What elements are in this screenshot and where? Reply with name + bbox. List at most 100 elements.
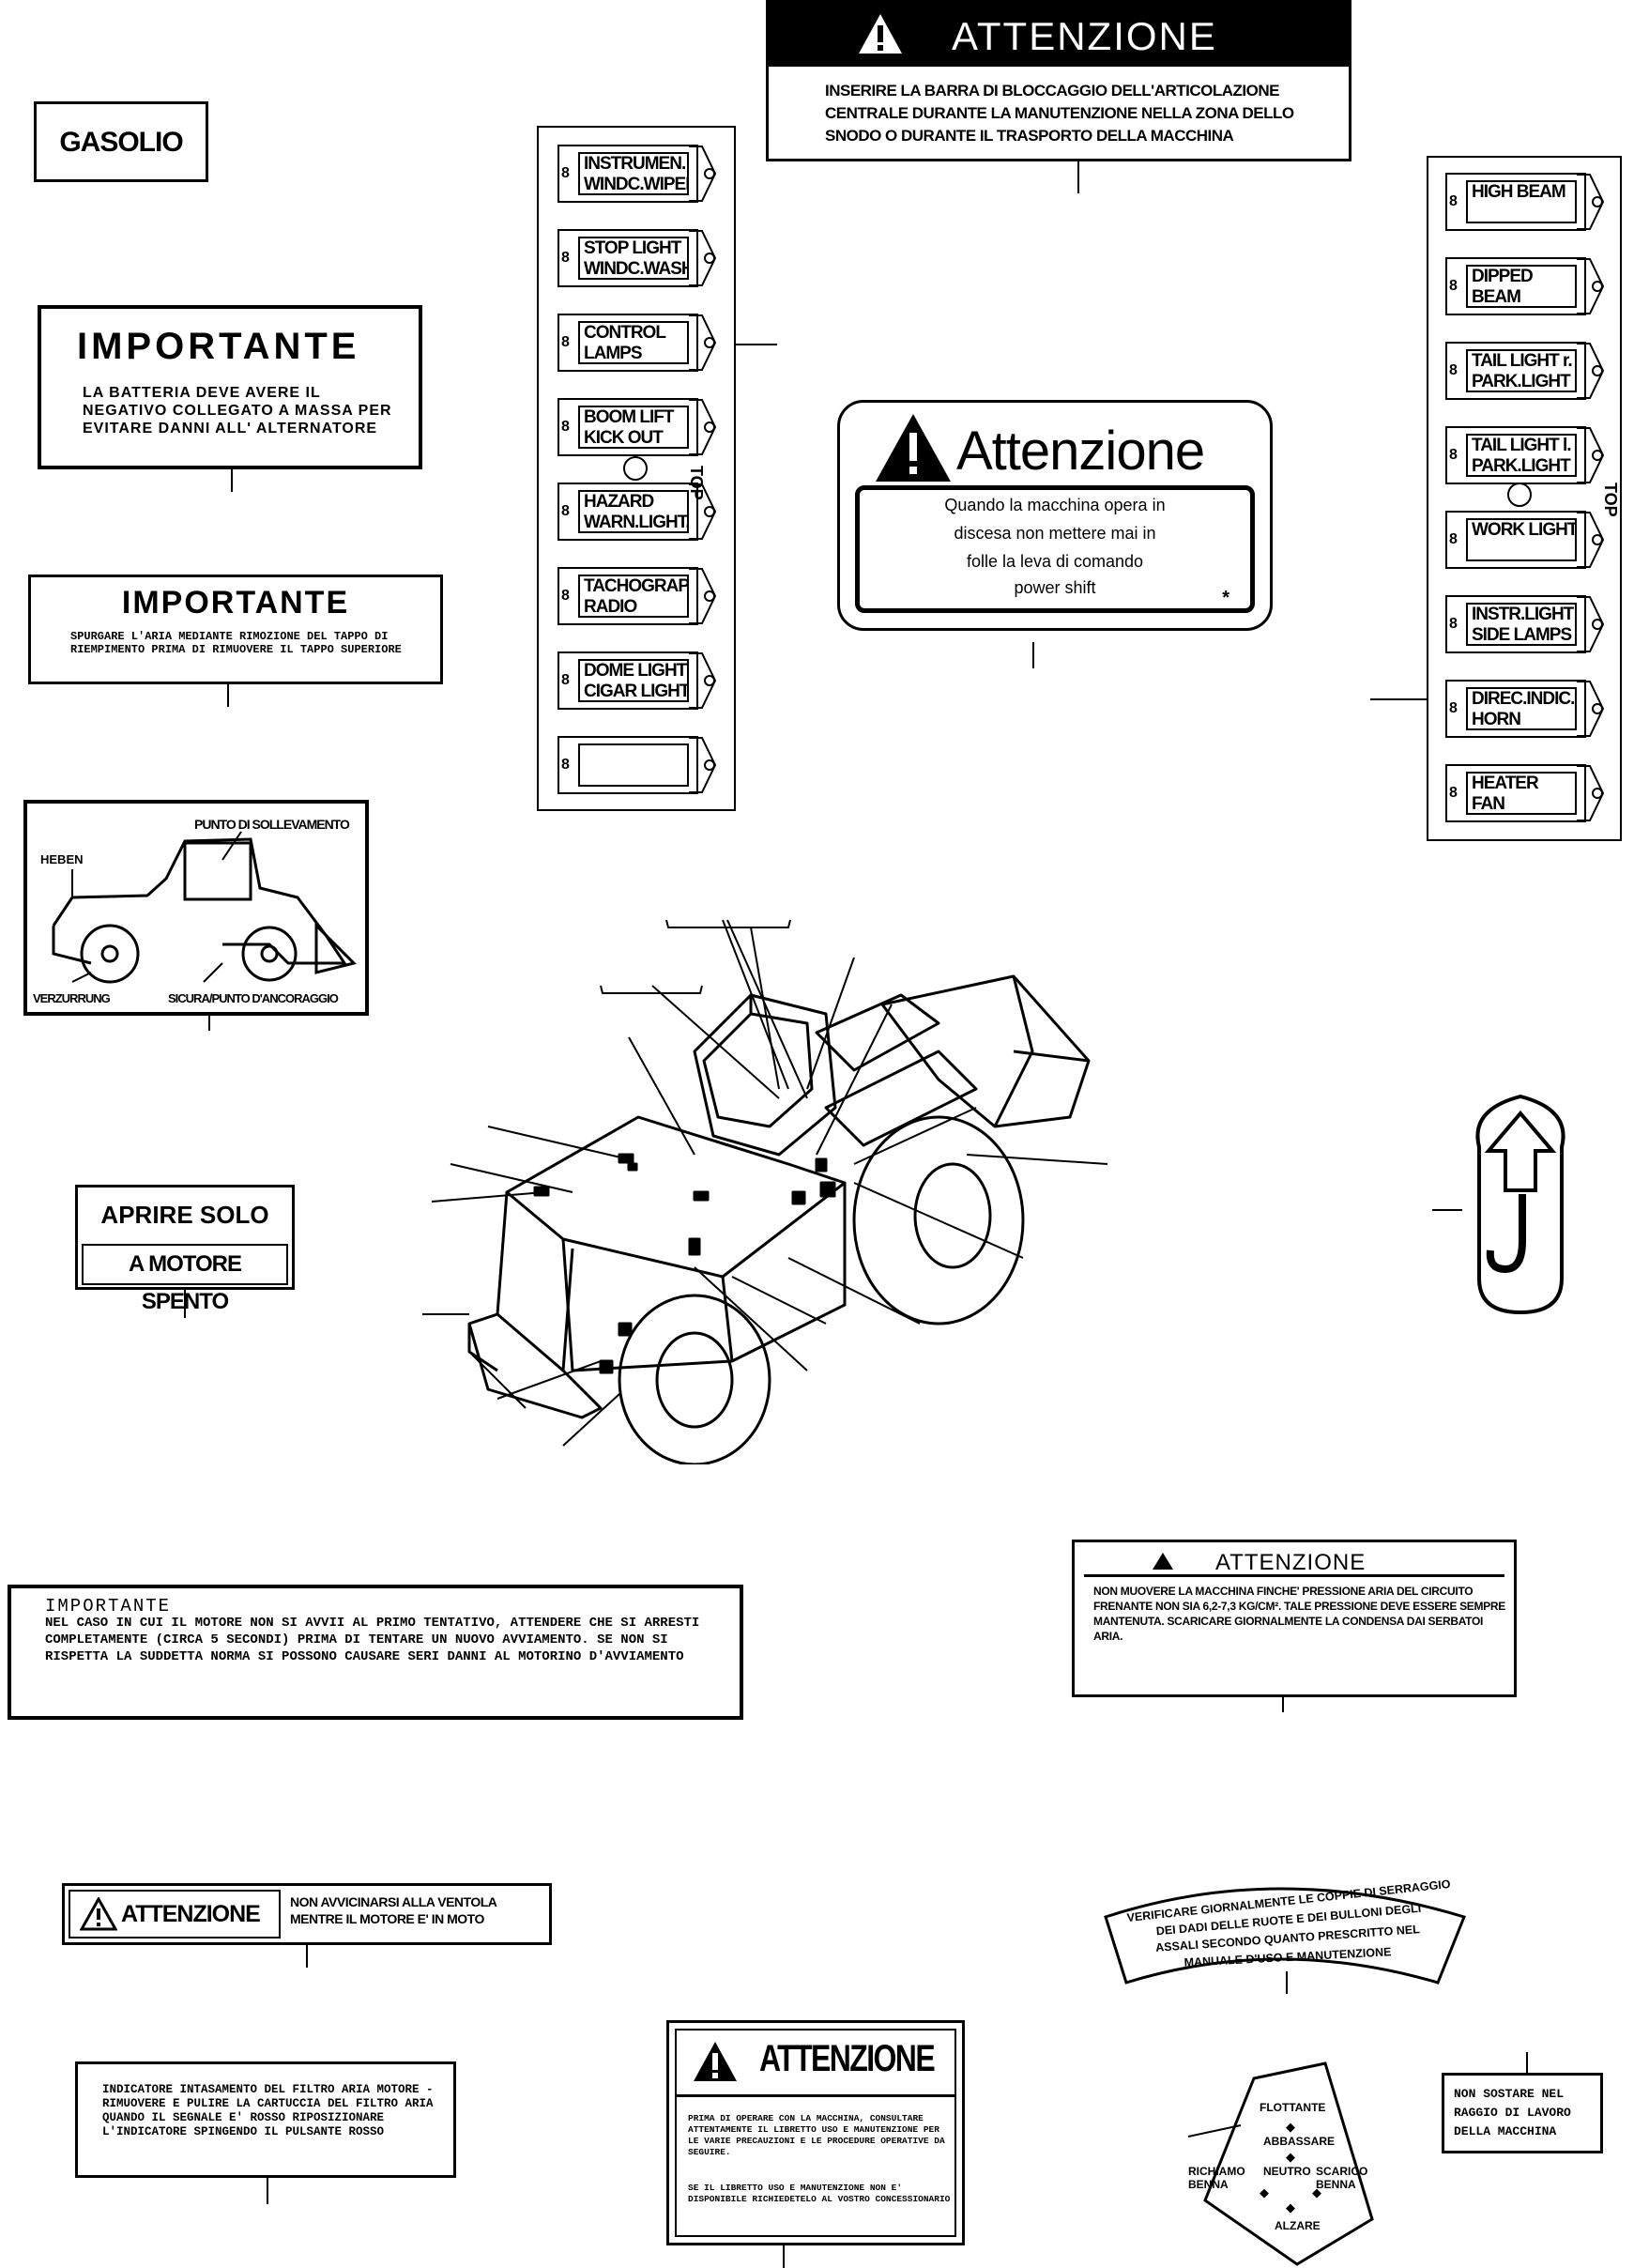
importante-batteria-text: LA BATTERIA DEVE AVERE IL NEGATIVO COLLE… — [83, 385, 392, 437]
switch-tag-tab-icon — [689, 314, 717, 371]
leader-line — [1077, 161, 1079, 193]
loader-silhouette-icon — [52, 831, 357, 984]
switch-tag-line1: BOOM LIFT — [584, 407, 674, 427]
switch-tag-frame — [557, 398, 698, 456]
switch-tag-tab-icon — [689, 568, 717, 624]
switch-tag-tab-icon — [1577, 343, 1605, 399]
attenzione-powershift-title: Attenzione — [956, 421, 1205, 482]
switch-tag-number: 8 — [1449, 278, 1458, 294]
warning-triangle-icon — [859, 14, 902, 54]
switch-tag: 8TACHOGRAPHRADIO — [557, 567, 717, 625]
attenzione-powershift-body: Quando la macchina opera in discesa non … — [855, 485, 1255, 613]
attenzione-libretto-text2: SE IL LIBRETTO USO E MANUTENZIONE NON E'… — [688, 2183, 951, 2204]
switch-tag-frame — [557, 314, 698, 372]
switch-tag-line2: FAN — [1472, 794, 1505, 814]
switch-tag-line2: RADIO — [584, 597, 637, 617]
leader-line — [267, 2178, 268, 2204]
switch-tag-line2: WINDC.WASH. — [584, 259, 689, 279]
wheel-loader-illustration — [422, 919, 1108, 1464]
switch-tag-line1: CONTROL — [584, 323, 666, 343]
leader-line — [231, 469, 233, 492]
attenzione-libretto-text1: PRIMA DI OPERARE CON LA MACCHINA, CONSUL… — [688, 2113, 945, 2157]
leader-line — [736, 344, 777, 345]
switch-tag-label: TACHOGRAPHRADIO — [578, 575, 689, 618]
switch-tag-label: TAIL LIGHT l.PARK.LIGHT l. — [1466, 434, 1577, 477]
switch-tag-line2: BEAM — [1472, 287, 1521, 307]
attenzione-libretto-title: ATTENZIONE — [759, 2038, 936, 2079]
importante-avviamento-text: NEL CASO IN CUI IL MOTORE NON SI AVVII A… — [45, 1616, 700, 1664]
switch-tag-number: 8 — [1449, 531, 1458, 547]
switch-tag-frame — [1445, 764, 1586, 822]
warning-triangle-icon — [694, 2042, 737, 2081]
switch-tag-number: 8 — [1449, 362, 1458, 378]
switch-tag-line1: INSTR.LIGHT — [1472, 605, 1574, 624]
switch-tag-number: 8 — [1449, 616, 1458, 632]
switch-tag-line1: DOME LIGHT — [584, 661, 687, 681]
switch-tag-line2: LAMPS — [584, 344, 643, 363]
switch-tag-tab-icon — [689, 146, 717, 202]
leader-line — [1282, 1697, 1284, 1712]
switch-tag-line1: DIPPED — [1472, 267, 1534, 286]
switch-tag-tab-icon — [1577, 174, 1605, 230]
switch-tag-tab-icon — [1577, 427, 1605, 483]
attenzione-snodo-title: ATTENZIONE — [952, 14, 1217, 58]
importante-aria-title: IMPORTANTE — [121, 585, 350, 621]
switch-tag-tab-icon — [1577, 512, 1605, 568]
leader-line — [1286, 1971, 1288, 1994]
attenzione-freni-decal: ATTENZIONE NON MUOVERE LA MACCHINA FINCH… — [1072, 1540, 1517, 1697]
leader-line — [783, 2245, 785, 2268]
switch-tag-number: 8 — [561, 672, 570, 688]
switch-tag-number: 8 — [561, 419, 570, 435]
warning-triangle-icon — [1153, 1553, 1173, 1570]
leader-line — [208, 1016, 210, 1031]
leva-scarico: SCARICO BENNA — [1316, 2165, 1368, 2191]
switch-tag-tab-icon — [1577, 765, 1605, 821]
leva-diamond-icon: ◆ — [1260, 2185, 1269, 2199]
attenzione-libretto-decal: ATTENZIONE PRIMA DI OPERARE CON LA MACCH… — [666, 2020, 965, 2245]
switch-tag-tab-icon — [689, 737, 717, 793]
lifting-top-label: PUNTO DI SOLLEVAMENTO — [194, 817, 350, 832]
switch-tag-line2: PARK.LIGHT r. — [1472, 372, 1577, 391]
switch-tag: 8 WORK LIGHT — [1445, 511, 1605, 569]
switch-tag: 8 TAIL LIGHT l.PARK.LIGHT l. — [1445, 426, 1605, 484]
leader-line — [1432, 1209, 1462, 1211]
leader-line — [1526, 2052, 1528, 2073]
leva-outline — [1187, 2061, 1374, 2266]
switch-tag-frame — [1445, 680, 1586, 738]
leva-diamond-icon: ◆ — [1286, 2120, 1295, 2134]
switch-tag-frame — [1445, 342, 1586, 400]
filtro-aria-decal: INDICATORE INTASAMENTO DEL FILTRO ARIA M… — [75, 2061, 456, 2178]
leva-richiamo: RICHIAMO BENNA — [1188, 2165, 1245, 2191]
leader-line — [1032, 642, 1034, 668]
powershift-line2: discesa non mettere mai in — [954, 524, 1156, 543]
leader-line — [184, 1290, 186, 1318]
importante-batteria-decal: IMPORTANTE LA BATTERIA DEVE AVERE IL NEG… — [38, 305, 422, 469]
switch-tag-line2: WARN.LIGHT. — [584, 513, 689, 532]
raggio-line1: NON SOSTARE NEL — [1454, 2087, 1565, 2101]
aprire-line2: A MOTORE SPENTO — [82, 1244, 288, 1314]
switch-tag: 8 — [557, 736, 717, 794]
switch-tag-frame — [557, 229, 698, 287]
leva-flottante: FLOTTANTE — [1260, 2101, 1326, 2114]
switch-tag-label: WORK LIGHT — [1466, 518, 1577, 561]
ruote-decal: VERIFICARE GIORNALMENTE LE COPPIE DI SER… — [1100, 1877, 1470, 1990]
switch-tag-number: 8 — [1449, 785, 1458, 801]
lifting-bottom-right-label: SICURA/PUNTO D'ANCORAGGIO — [168, 991, 339, 1005]
switch-tag-line1: INSTRUMEN. — [584, 154, 686, 174]
panel-hole-icon — [1507, 483, 1532, 507]
switch-tag-number: 8 — [1449, 447, 1458, 463]
lifting-left-label: HEBEN — [40, 852, 84, 866]
switch-tag-frame — [557, 483, 698, 541]
